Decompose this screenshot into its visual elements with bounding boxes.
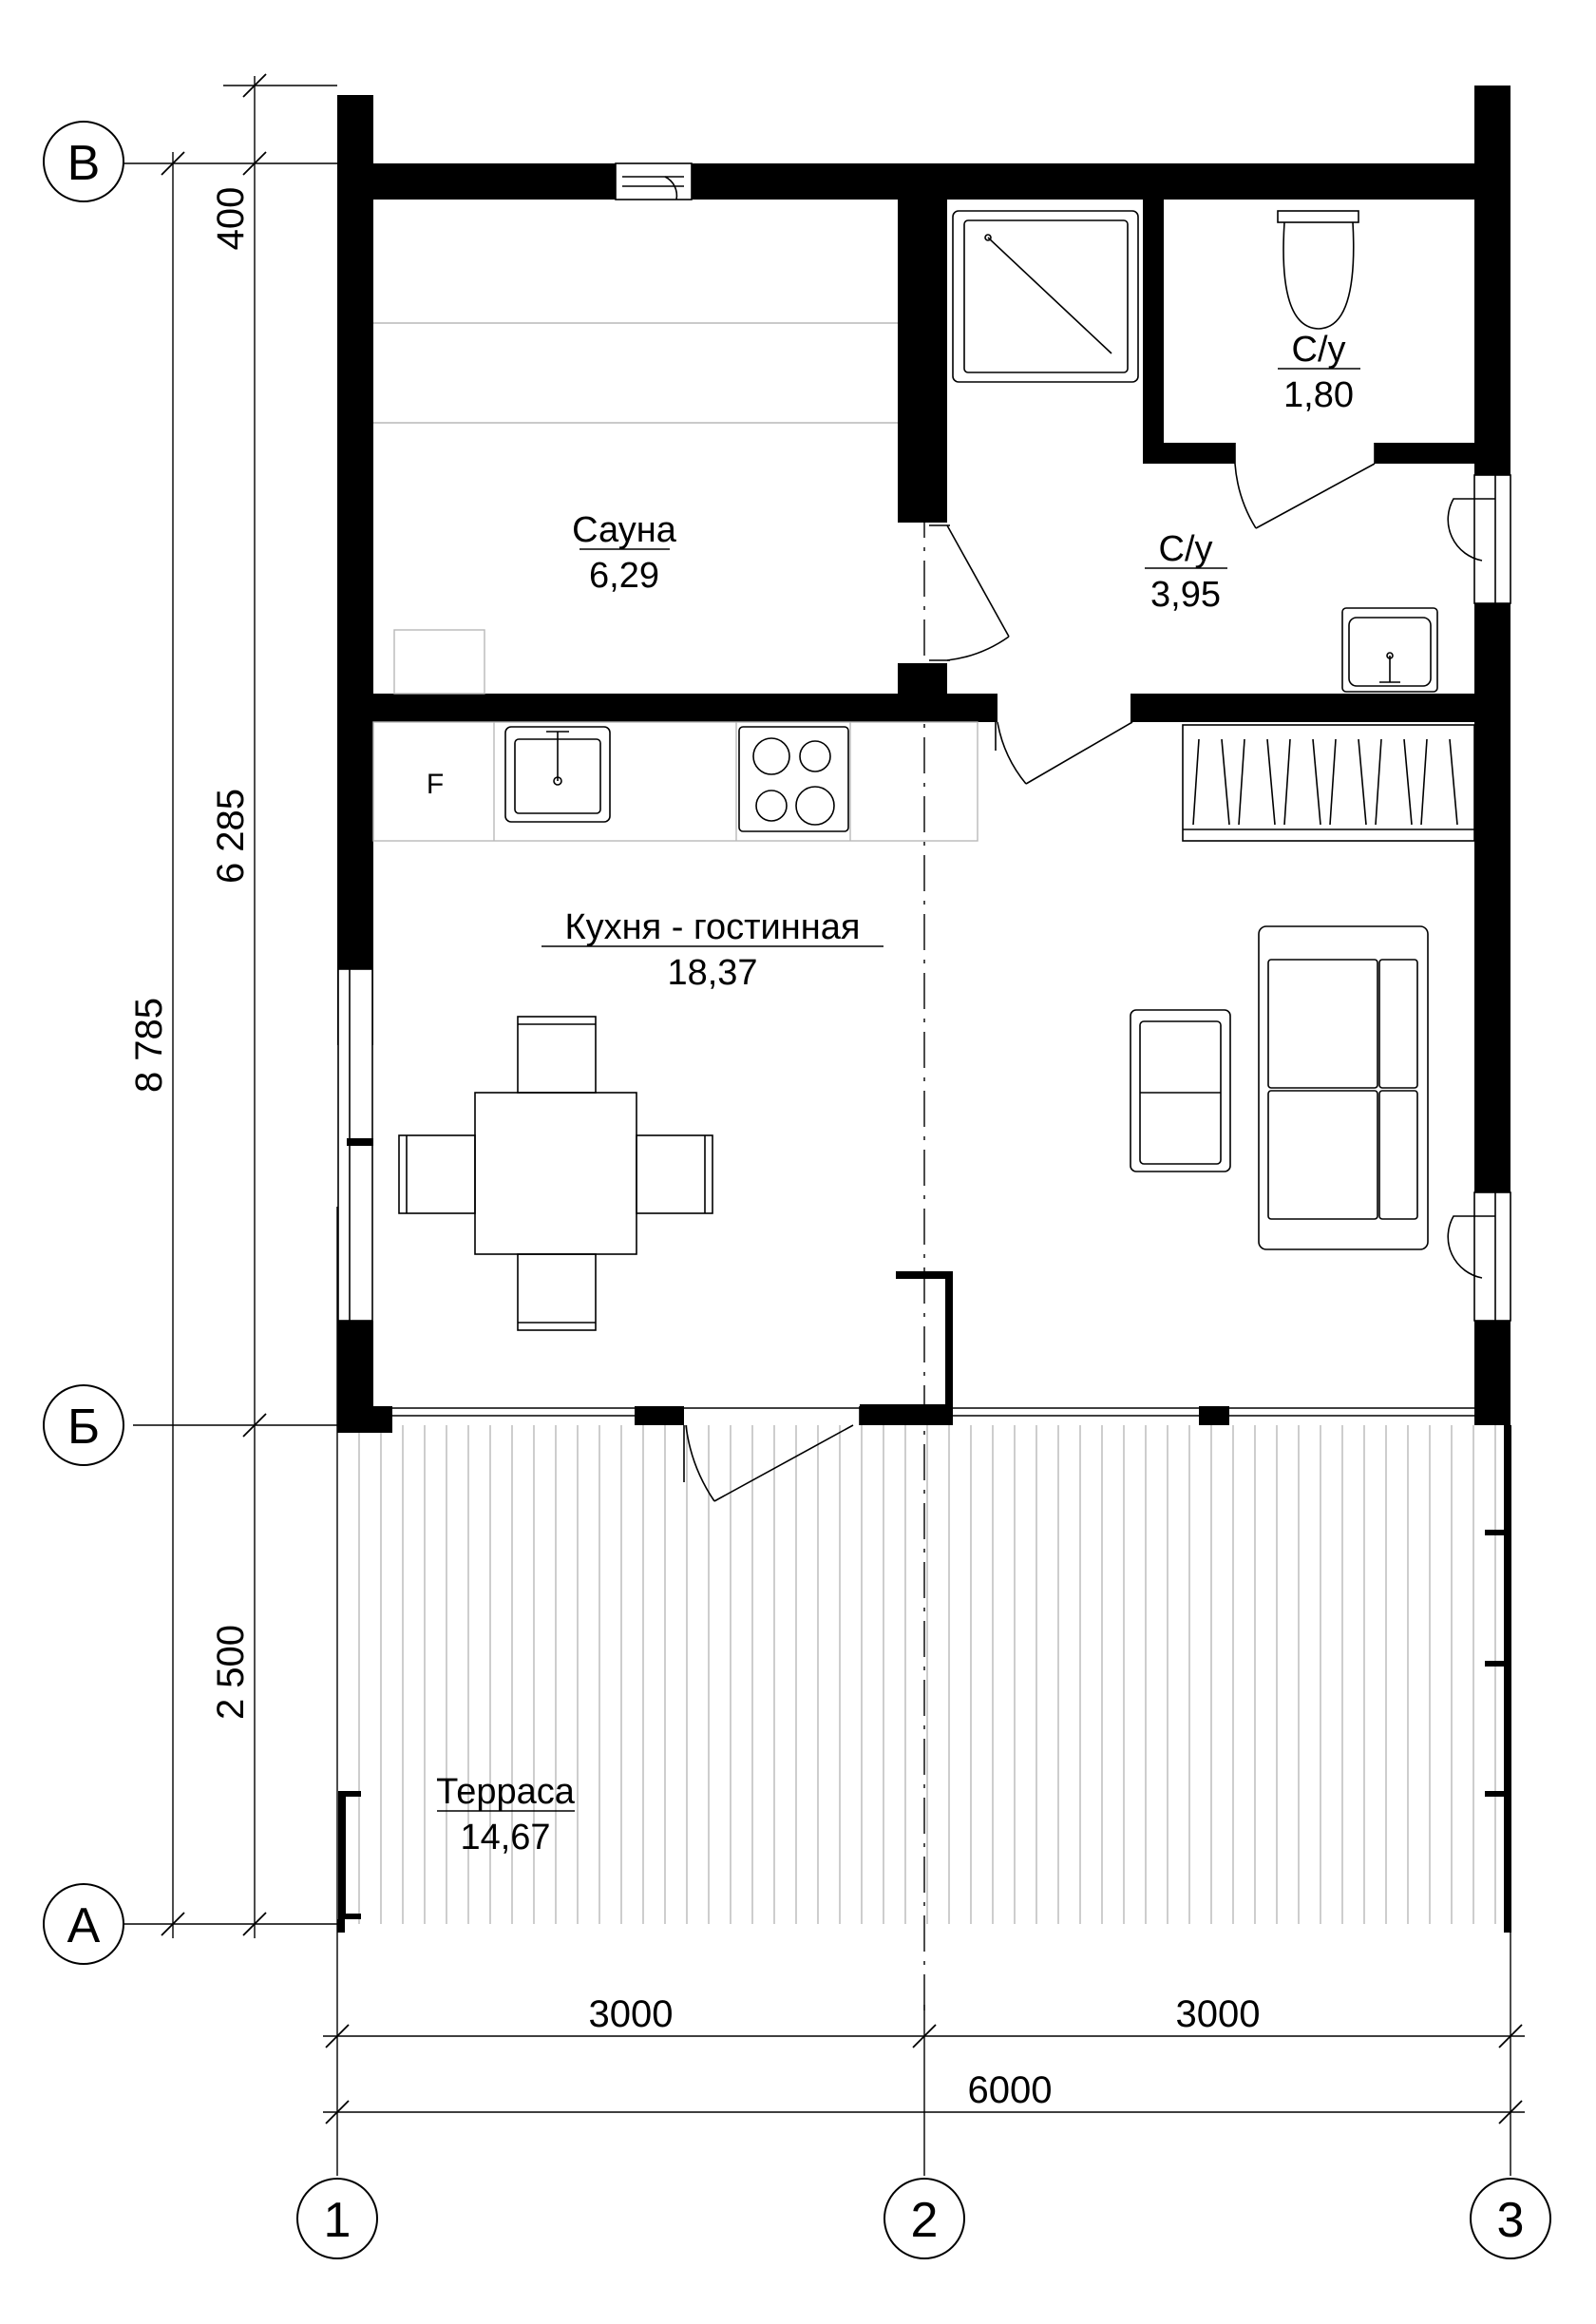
room-name-terrace: Терраса bbox=[436, 1772, 576, 1812]
dim-8785: 8 785 bbox=[128, 998, 170, 1093]
wardrobe bbox=[1182, 724, 1475, 842]
windows bbox=[337, 162, 1511, 1417]
wardrobe-hanger bbox=[1403, 738, 1413, 826]
terrace-deck bbox=[358, 1425, 1496, 1924]
toilet bbox=[1277, 210, 1359, 330]
axis-lines bbox=[336, 266, 1511, 2176]
wardrobe-hanger bbox=[1266, 738, 1276, 826]
room-name-wc-small: С/у bbox=[1292, 330, 1346, 370]
room-area-terrace: 14,67 bbox=[460, 1818, 550, 1857]
axis-col-3: 3 bbox=[1497, 2193, 1525, 2248]
room-area-sauna: 6,29 bbox=[589, 556, 659, 596]
wash-basin bbox=[1341, 607, 1438, 693]
axis-col-2: 2 bbox=[911, 2193, 939, 2248]
room-name-wc-large: С/у bbox=[1159, 529, 1213, 569]
axis-row-a: А bbox=[67, 1898, 101, 1953]
dim-3000-right: 3000 bbox=[1176, 1993, 1261, 2035]
furniture bbox=[372, 210, 1475, 1331]
wardrobe-hanger bbox=[1283, 738, 1291, 826]
axis-row-v: В bbox=[67, 136, 101, 191]
shower-tray bbox=[952, 210, 1139, 383]
dim-6285: 6 285 bbox=[210, 789, 252, 884]
dining-set bbox=[398, 1016, 713, 1331]
wardrobe-hanger bbox=[1358, 738, 1367, 826]
doors bbox=[683, 443, 1376, 1502]
horizontal-dimensions: 3000 3000 6000 bbox=[323, 1993, 1525, 2124]
room-area-wc-small: 1,80 bbox=[1283, 375, 1354, 415]
axis-col-1: 1 bbox=[324, 2193, 352, 2248]
dim-2500: 2 500 bbox=[210, 1625, 252, 1720]
axis-bubbles: В Б А 1 2 3 bbox=[43, 121, 1551, 2259]
sofa bbox=[1258, 925, 1429, 1250]
vertical-dimensions: 400 6 285 2 500 8 785 bbox=[119, 73, 337, 1938]
dim-6000: 6000 bbox=[968, 2069, 1053, 2111]
room-area-kitchen-living: 18,37 bbox=[667, 953, 757, 993]
fridge-mark: F bbox=[427, 769, 444, 800]
wardrobe-hanger bbox=[1329, 738, 1337, 826]
dim-400: 400 bbox=[210, 187, 252, 251]
room-labels: Сауна 6,29 С/у 1,80 С/у 3,95 Кухня - гос… bbox=[427, 330, 1360, 1857]
wardrobe-hanger bbox=[1312, 738, 1321, 826]
axis-row-b: Б bbox=[67, 1400, 100, 1455]
wardrobe-hanger bbox=[1192, 738, 1200, 826]
wardrobe-hanger bbox=[1449, 738, 1458, 826]
room-area-wc-large: 3,95 bbox=[1150, 575, 1221, 615]
wardrobe-hanger bbox=[1420, 738, 1428, 826]
armchair bbox=[1130, 1009, 1231, 1172]
dim-3000-left: 3000 bbox=[589, 1993, 674, 2035]
room-name-kitchen-living: Кухня - гостинная bbox=[565, 907, 861, 947]
walls bbox=[337, 86, 1511, 1933]
wardrobe-hanger bbox=[1238, 738, 1245, 826]
wardrobe-hanger bbox=[1375, 738, 1382, 826]
wardrobe-hanger bbox=[1221, 738, 1230, 826]
kitchen-counter bbox=[372, 721, 978, 842]
room-name-sauna: Сауна bbox=[572, 510, 677, 550]
